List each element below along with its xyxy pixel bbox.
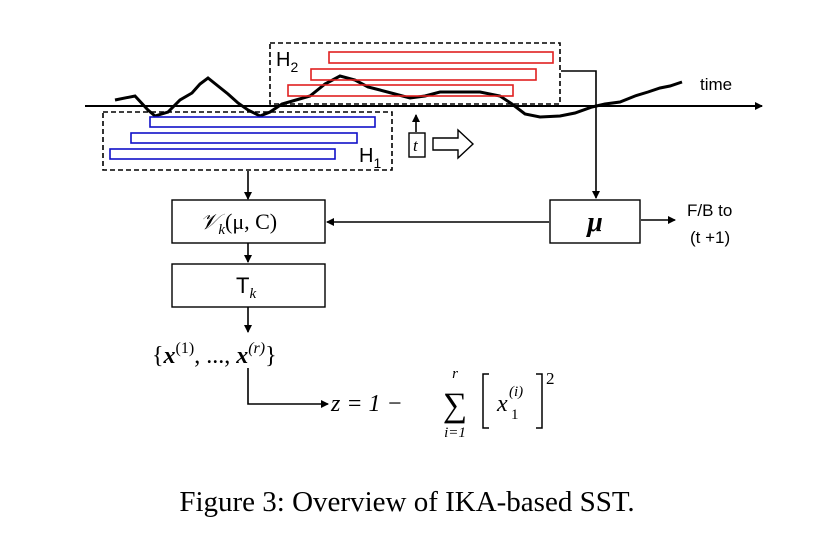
time-series-curve bbox=[114, 74, 683, 119]
feedback-label-line2: (t +1) bbox=[690, 228, 730, 247]
vk-box bbox=[171, 199, 326, 244]
score-lhs: z = 1 − bbox=[330, 391, 403, 417]
h2-label: H2 bbox=[276, 49, 298, 75]
h2-window-group bbox=[269, 42, 561, 105]
h2-to-mu-arrow bbox=[561, 70, 600, 199]
figure-caption: Figure 3: Overview of IKA-based SST. bbox=[179, 486, 635, 518]
t-box bbox=[408, 132, 426, 158]
mu-box bbox=[549, 199, 641, 244]
tk-box bbox=[171, 263, 326, 308]
h1-label: H1 bbox=[359, 145, 381, 171]
sum-lower: i=1 bbox=[444, 425, 466, 441]
h2-window bbox=[328, 51, 554, 64]
sum-upper: r bbox=[452, 366, 458, 382]
vectors-to-score-arrow bbox=[247, 368, 329, 408]
term-sub: 1 bbox=[511, 407, 519, 423]
feedback-label-line1: F/B to bbox=[687, 201, 732, 220]
h1-window bbox=[149, 116, 376, 128]
time-label: time bbox=[700, 75, 732, 94]
term-x: x bbox=[496, 391, 508, 417]
h2-window bbox=[287, 84, 514, 97]
term-sup: (i) bbox=[509, 384, 523, 400]
shift-right-arrow-icon bbox=[432, 128, 475, 160]
h2-window bbox=[310, 68, 537, 81]
h1-window bbox=[109, 148, 336, 160]
left-bracket bbox=[482, 373, 489, 429]
vk-label: 𝒱k(μ, C) bbox=[200, 209, 277, 238]
power: 2 bbox=[546, 369, 555, 388]
h1-window bbox=[130, 132, 358, 144]
score-formula: z = 1 − r ∑ i=1 x (i) 1 2 bbox=[330, 366, 555, 441]
t-label: t bbox=[413, 136, 419, 155]
sum-symbol: ∑ bbox=[443, 387, 467, 424]
tk-label: Tk bbox=[236, 273, 256, 302]
mu-label: μ bbox=[585, 207, 603, 238]
h1-window-group bbox=[102, 111, 393, 171]
vector-set: {x(1), ..., x(r)} bbox=[152, 340, 277, 369]
right-bracket bbox=[536, 373, 543, 429]
